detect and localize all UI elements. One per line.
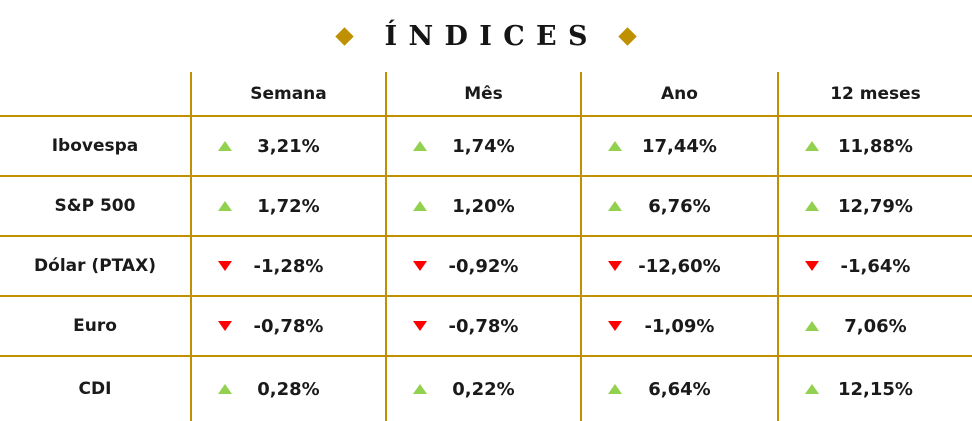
cell-value: 12,15%: [838, 378, 913, 400]
cell-value: 12,79%: [838, 195, 913, 217]
value-cell: 17,44%: [580, 115, 777, 175]
value-cell: -0,92%: [385, 235, 580, 295]
value-cell: 7,06%: [777, 295, 972, 355]
indices-table: Semana Mês Ano 12 meses Ibovespa 3,21% 1…: [0, 72, 972, 421]
row-label: Ibovespa: [0, 115, 190, 175]
trend-up-icon: [413, 141, 427, 151]
cell-value: 0,22%: [452, 378, 515, 400]
cell-value: -0,78%: [448, 315, 519, 337]
cell-value: -12,60%: [638, 255, 721, 277]
value-cell: -0,78%: [385, 295, 580, 355]
cell-value: 6,76%: [648, 195, 711, 217]
cell-value: 0,28%: [257, 378, 320, 400]
trend-down-icon: [608, 321, 622, 331]
row-label: Euro: [0, 295, 190, 355]
cell-value: 1,20%: [452, 195, 515, 217]
value-cell: 1,20%: [385, 175, 580, 235]
value-cell: 12,79%: [777, 175, 972, 235]
trend-up-icon: [805, 321, 819, 331]
cell-value: -0,78%: [253, 315, 324, 337]
trend-down-icon: [608, 261, 622, 271]
cell-value: 1,74%: [452, 135, 515, 157]
cell-value: 17,44%: [642, 135, 717, 157]
header-cell-ano: Ano: [580, 72, 777, 115]
value-cell: 6,76%: [580, 175, 777, 235]
value-cell: -0,78%: [190, 295, 385, 355]
cell-value: 11,88%: [838, 135, 913, 157]
header-cell-empty: [0, 72, 190, 115]
trend-up-icon: [805, 384, 819, 394]
header-cell-mes: Mês: [385, 72, 580, 115]
trend-up-icon: [218, 141, 232, 151]
trend-down-icon: [413, 321, 427, 331]
trend-down-icon: [218, 261, 232, 271]
cell-value: -1,64%: [840, 255, 911, 277]
diamond-icon: [618, 26, 638, 46]
trend-down-icon: [218, 321, 232, 331]
trend-down-icon: [805, 261, 819, 271]
value-cell: 1,72%: [190, 175, 385, 235]
trend-down-icon: [413, 261, 427, 271]
value-cell: 6,64%: [580, 355, 777, 421]
cell-value: -0,92%: [448, 255, 519, 277]
header-cell-semana: Semana: [190, 72, 385, 115]
value-cell: -12,60%: [580, 235, 777, 295]
value-cell: -1,28%: [190, 235, 385, 295]
title-bar: ÍNDICES: [0, 0, 972, 72]
cell-value: 6,64%: [648, 378, 711, 400]
header-cell-12meses: 12 meses: [777, 72, 972, 115]
value-cell: 12,15%: [777, 355, 972, 421]
value-cell: 3,21%: [190, 115, 385, 175]
row-label: S&P 500: [0, 175, 190, 235]
value-cell: -1,64%: [777, 235, 972, 295]
cell-value: 1,72%: [257, 195, 320, 217]
page-title: ÍNDICES: [384, 20, 599, 52]
trend-up-icon: [413, 384, 427, 394]
value-cell: -1,09%: [580, 295, 777, 355]
cell-value: 3,21%: [257, 135, 320, 157]
row-label: CDI: [0, 355, 190, 421]
cell-value: 7,06%: [844, 315, 907, 337]
cell-value: -1,28%: [253, 255, 324, 277]
value-cell: 0,28%: [190, 355, 385, 421]
trend-up-icon: [218, 201, 232, 211]
value-cell: 11,88%: [777, 115, 972, 175]
value-cell: 0,22%: [385, 355, 580, 421]
row-label: Dólar (PTAX): [0, 235, 190, 295]
trend-up-icon: [805, 201, 819, 211]
diamond-icon: [334, 26, 354, 46]
cell-value: -1,09%: [644, 315, 715, 337]
trend-up-icon: [218, 384, 232, 394]
trend-up-icon: [413, 201, 427, 211]
trend-up-icon: [608, 141, 622, 151]
trend-up-icon: [805, 141, 819, 151]
trend-up-icon: [608, 201, 622, 211]
trend-up-icon: [608, 384, 622, 394]
value-cell: 1,74%: [385, 115, 580, 175]
